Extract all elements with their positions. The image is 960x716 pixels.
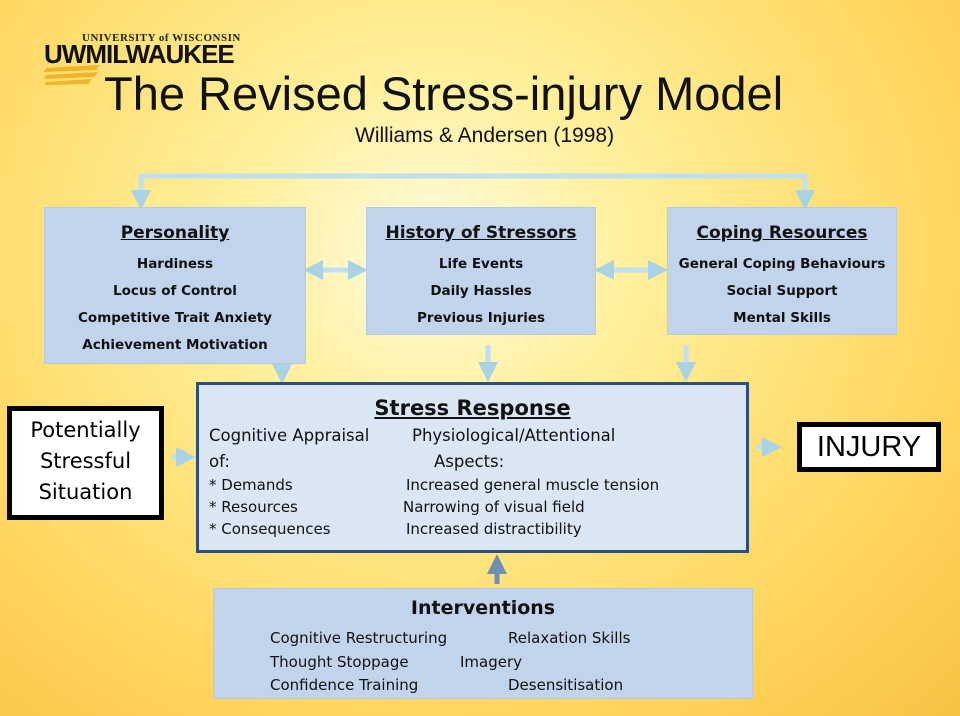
history-item: Previous Injuries xyxy=(416,310,546,326)
logo-university-text: UNIVERSITY of WISCONSIN xyxy=(82,32,241,44)
cognitive-line: Cognitive Appraisal xyxy=(209,426,370,445)
intervention-item: Cognitive Restructuring xyxy=(270,629,448,647)
coping-box: Coping Resources General Coping Behaviou… xyxy=(667,207,897,335)
cognitive-line: * Demands xyxy=(209,476,293,494)
stress-response-heading: Stress Response xyxy=(374,396,571,420)
physio-line: Increased general muscle tension xyxy=(406,476,660,494)
personality-item: Locus of Control xyxy=(113,283,237,299)
intervention-item: Imagery xyxy=(460,653,523,671)
situation-line: Potentially xyxy=(30,418,141,442)
injury-box: INJURY xyxy=(797,422,941,472)
personality-item: Competitive Trait Anxiety xyxy=(78,310,272,326)
coping-item: General Coping Behaviours xyxy=(678,256,886,272)
coping-item: Social Support xyxy=(726,283,838,299)
interventions-box: Interventions Cognitive Restructuring Th… xyxy=(213,588,753,699)
intervention-item: Thought Stoppage xyxy=(270,653,409,671)
personality-item: Hardiness xyxy=(136,256,214,272)
history-item: Daily Hassles xyxy=(430,283,532,299)
physio-line: Narrowing of visual field xyxy=(403,498,585,516)
logo-stripes-icon xyxy=(44,65,100,85)
cognitive-line: * Consequences xyxy=(209,520,331,538)
history-item: Life Events xyxy=(438,256,524,272)
physio-line: Physiological/Attentional xyxy=(412,426,616,445)
cognitive-line: * Resources xyxy=(209,498,298,516)
uw-milwaukee-logo: UNIVERSITY of WISCONSIN UWMILWAUKEE xyxy=(44,32,244,87)
situation-line: Situation xyxy=(38,480,133,504)
feedback-arrow xyxy=(131,173,815,210)
situation-line: Stressful xyxy=(39,449,132,473)
page-subtitle: Williams & Andersen (1998) xyxy=(355,124,615,147)
personality-box: Personality Hardiness Locus of Control C… xyxy=(44,207,306,364)
personality-heading: Personality xyxy=(120,223,230,243)
history-heading: History of Stressors xyxy=(385,223,577,243)
stress-response-box: Stress Response Cognitive Appraisal of: … xyxy=(196,382,749,553)
personality-item: Achievement Motivation xyxy=(82,337,268,353)
page-title: The Revised Stress-injury Model xyxy=(104,67,784,120)
logo-milwaukee-text: UWMILWAUKEE xyxy=(44,39,235,69)
interventions-heading: Interventions xyxy=(410,597,556,619)
history-box: History of Stressors Life Events Daily H… xyxy=(366,207,596,335)
intervention-item: Relaxation Skills xyxy=(508,629,631,647)
physio-line: Aspects: xyxy=(434,452,505,471)
coping-heading: Coping Resources xyxy=(696,223,868,243)
physio-line: Increased distractibility xyxy=(406,520,582,538)
coping-item: Mental Skills xyxy=(733,310,831,326)
situation-box: Potentially Stressful Situation xyxy=(7,406,164,520)
intervention-item: Confidence Training xyxy=(270,676,419,694)
intervention-item: Desensitisation xyxy=(508,676,624,694)
cognitive-line: of: xyxy=(209,452,230,471)
